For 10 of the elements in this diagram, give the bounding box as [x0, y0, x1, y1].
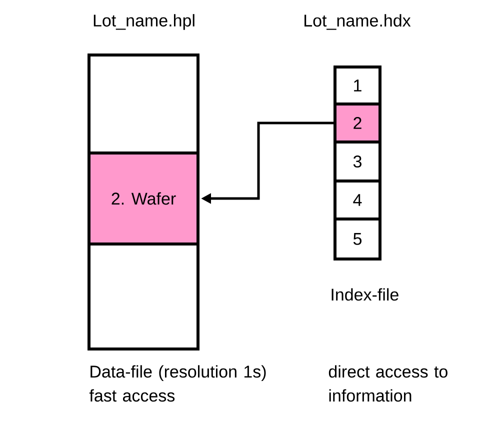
record-cell: 5 [334, 218, 382, 260]
record-cell: 4 [334, 180, 382, 220]
record-cell [88, 242, 200, 350]
caption: direct access to information [328, 365, 448, 402]
record-cell: 3 [334, 140, 382, 182]
record-cell [88, 54, 200, 154]
record-cell: 2. Wafer [88, 152, 200, 246]
record-cell: 1 [334, 66, 382, 106]
file-name: Lot_name.hdx [304, 14, 411, 30]
record-cell: 2 [334, 102, 382, 144]
